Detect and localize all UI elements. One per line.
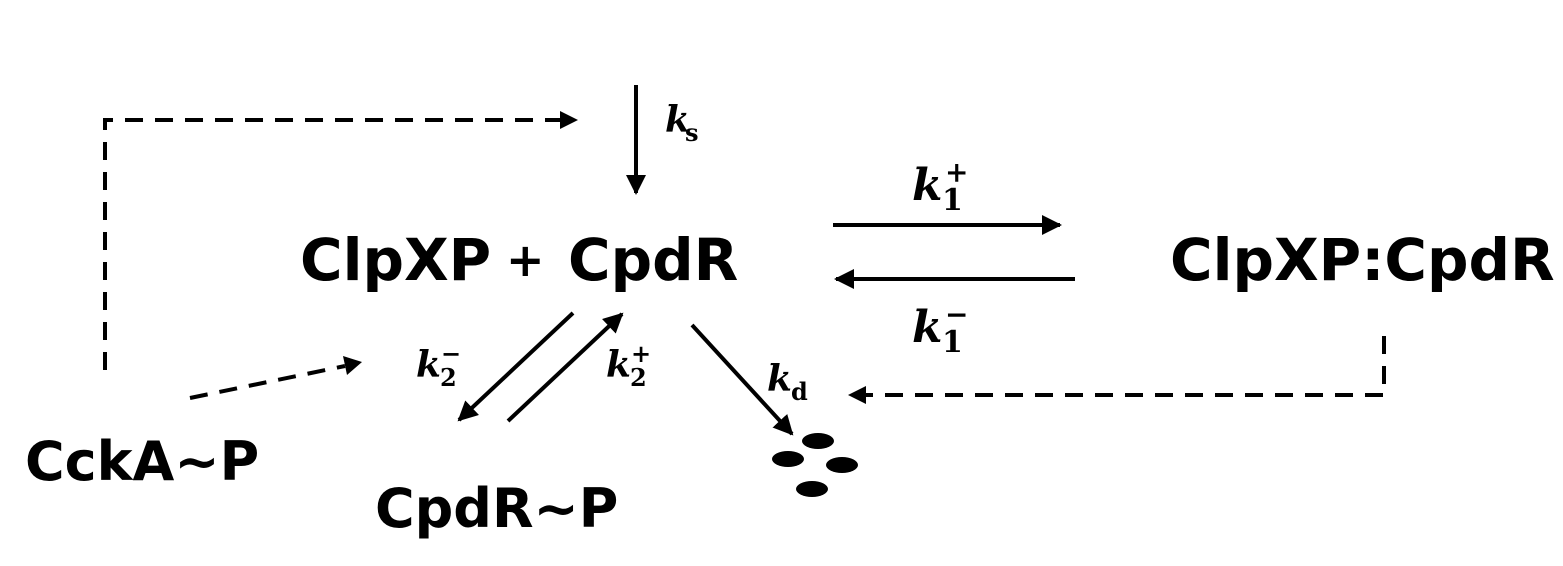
ccka-regulation-arrowhead [560, 111, 578, 129]
species-clpxp: ClpXP [300, 226, 491, 294]
phosphorylation-arrow [457, 311, 575, 422]
species-cpdr-phosphorylated: CpdR~P [375, 477, 618, 540]
rate-k1-plus-superscript: + [945, 156, 968, 189]
rate-kd-base: k [767, 358, 792, 400]
rate-kd-subscript: d [791, 377, 808, 406]
rate-k1-plus-base: k [912, 160, 943, 211]
rate-k1-minus-base: k [912, 302, 943, 353]
rate-k1-minus-superscript: − [945, 298, 968, 331]
rate-ks-base: k [665, 99, 690, 141]
rate-k2-plus: k 2 + [606, 339, 651, 392]
rate-k2-minus-subscript: 2 [440, 363, 457, 392]
complex-degradation-path [866, 336, 1386, 397]
rate-k2-plus-subscript: 2 [630, 363, 647, 392]
rate-kd: k d [767, 358, 808, 406]
rate-k1-minus-subscript: 1 [942, 325, 963, 360]
rate-k1-minus: k 1 − [912, 298, 968, 360]
ccka-phosphorylation-path [189, 364, 346, 400]
dephosphorylation-arrow [506, 312, 624, 423]
rate-k2-minus-superscript: − [441, 339, 461, 368]
rate-k2-plus-base: k [606, 344, 631, 386]
rate-ks: k s [665, 99, 699, 147]
rate-k1-plus-subscript: 1 [942, 183, 963, 218]
rate-k2-minus-base: k [416, 344, 441, 386]
species-ccka-phosphorylated: CckA~P [25, 430, 259, 493]
rate-ks-subscript: s [685, 118, 699, 147]
rate-k2-plus-superscript: + [631, 339, 651, 368]
degradation-products-icon [772, 433, 858, 497]
complex-degradation-arrowhead [848, 386, 866, 404]
rate-k1-plus: k 1 + [912, 156, 968, 218]
ccka-phosphorylation-arrowhead [343, 356, 362, 375]
plus-sign: + [506, 233, 545, 287]
species-clpxp-cpdr-complex: ClpXP:CpdR [1170, 226, 1555, 294]
species-cpdr: CpdR [568, 226, 738, 294]
ccka-regulation-path [103, 118, 560, 370]
degradation-arrow [690, 323, 794, 436]
rate-k2-minus: k 2 − [416, 339, 461, 392]
